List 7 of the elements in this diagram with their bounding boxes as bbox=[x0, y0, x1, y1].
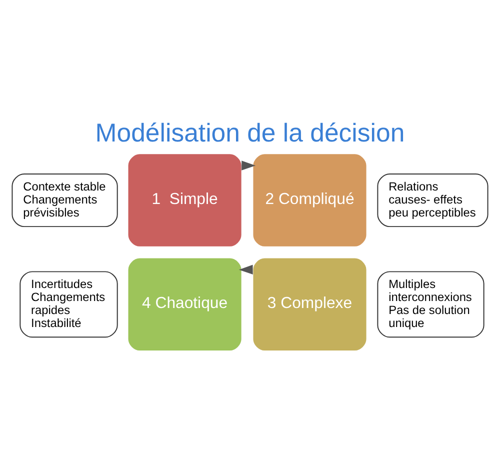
node-box: 4 Chaotique bbox=[127, 257, 242, 352]
node-box: Incertitudes Changements rapides Instabilité bbox=[20, 271, 118, 338]
diagram-title: Modélisation de la décision bbox=[95, 120, 405, 148]
node-box: Contexte stable Changements prévisibles bbox=[12, 174, 118, 228]
node-box: Multiples interconnexions Pas de solution unique bbox=[377, 271, 484, 338]
node-box: 2 Compliqué bbox=[252, 153, 368, 248]
node-box: Relations causes- effets peu perceptibles bbox=[377, 174, 488, 228]
